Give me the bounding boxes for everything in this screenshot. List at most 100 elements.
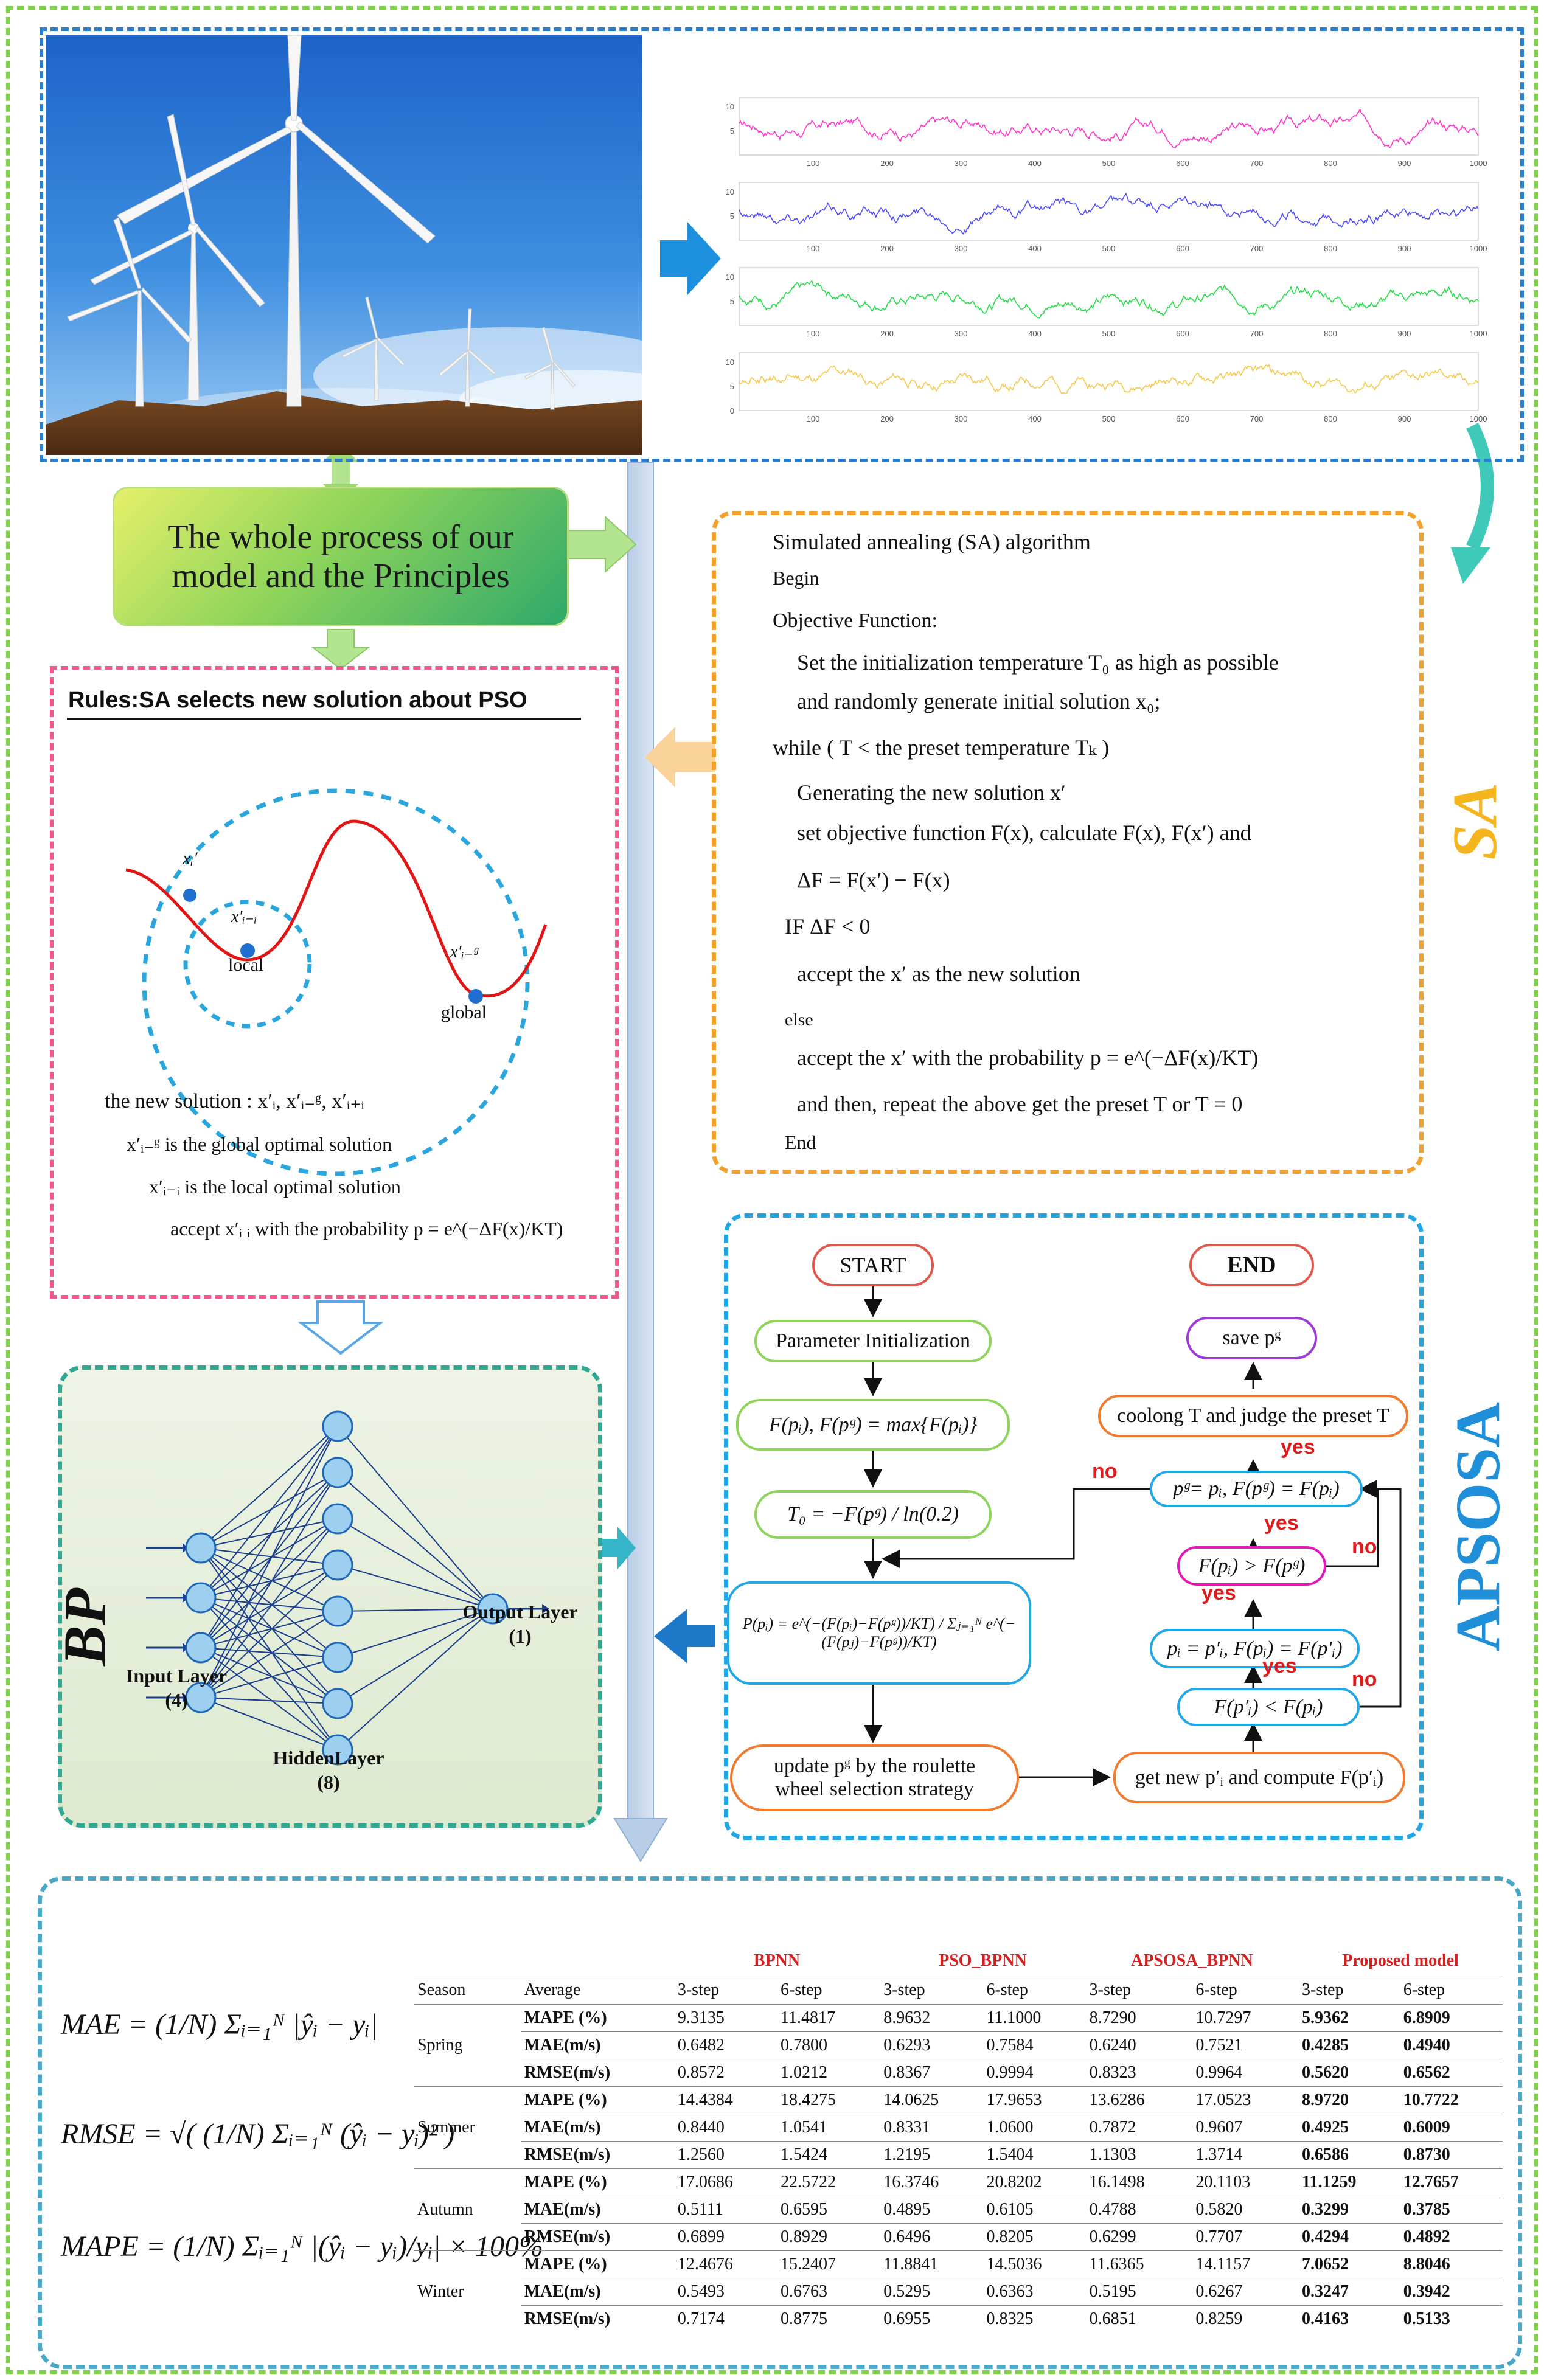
x-tick-label: 300 xyxy=(955,329,968,338)
flow-end: END xyxy=(1189,1244,1314,1286)
sa-line: Objective Function: xyxy=(773,609,938,632)
x-tick-label: 900 xyxy=(1398,159,1411,168)
table-value-cell: 16.1498 xyxy=(1085,2168,1192,2196)
sa-line: accept the x′ as the new solution xyxy=(797,962,1080,986)
table-value-cell: 0.9964 xyxy=(1192,2059,1299,2087)
table-value-cell: 1.5404 xyxy=(982,2141,1086,2169)
table-season-cell: Summer xyxy=(414,2086,521,2169)
table-value-cell: 1.3714 xyxy=(1192,2141,1299,2169)
table-value-cell: 0.3942 xyxy=(1399,2278,1503,2306)
flow-initial-temperature: T₀ = −F(pᵍ) / ln(0.2) xyxy=(754,1490,992,1539)
table-value-cell: 0.5493 xyxy=(673,2278,777,2306)
table-value-cell: 0.6299 xyxy=(1085,2223,1192,2251)
sa-line: Generating the new solution x′ xyxy=(797,780,1066,805)
x-tick-label: 200 xyxy=(880,414,894,423)
series-axes xyxy=(739,352,1479,411)
flow-cooling: coolong T and judge the preset T xyxy=(1098,1395,1408,1437)
x-tick-label: 700 xyxy=(1250,159,1264,168)
table-metric-cell: RMSE(m/s) xyxy=(520,2223,674,2251)
hidden-layer-label: HiddenLayer (8) xyxy=(262,1746,395,1794)
x-tick-label: 600 xyxy=(1176,414,1189,423)
flow-fitness-max: F(pᵢ), F(pᵍ) = max{F(pᵢ)} xyxy=(736,1399,1010,1451)
x-tick-label: 1000 xyxy=(1470,329,1487,338)
label-no-1: no xyxy=(1352,1668,1377,1691)
y-tick-label: 5 xyxy=(730,127,734,136)
table-model-header: APSOSA_BPNN xyxy=(1130,1951,1253,1970)
table-value-cell: 0.8929 xyxy=(777,2223,880,2251)
flow-get-new-solution: get new p′ᵢ and compute F(p′ᵢ) xyxy=(1113,1752,1405,1803)
series-axes xyxy=(739,97,1479,156)
table-value-cell: 0.7521 xyxy=(1192,2031,1299,2059)
x-tick-label: 600 xyxy=(1176,159,1189,168)
table-metric-cell: MAPE (%) xyxy=(520,2250,674,2278)
x-tick-label: 500 xyxy=(1102,414,1116,423)
mae-formula: MAE = (1/N) Σᵢ₌₁ᴺ |ŷᵢ − yᵢ| xyxy=(61,2008,378,2041)
x-tick-label: 800 xyxy=(1324,159,1337,168)
network-neuron xyxy=(322,1457,353,1488)
rules-panel-frame xyxy=(50,666,619,1299)
series-line xyxy=(739,280,1479,319)
process-title-line1: The whole process of our xyxy=(167,518,514,556)
x-tick-label: 700 xyxy=(1250,329,1264,338)
table-value-cell: 1.1303 xyxy=(1085,2141,1192,2169)
flow-condition-2: F(pᵢ) > F(pᵍ) xyxy=(1177,1546,1326,1586)
x-tick-label: 800 xyxy=(1324,329,1337,338)
results-panel-frame xyxy=(38,1876,1522,2369)
table-value-cell: 0.5111 xyxy=(673,2196,777,2224)
x-tick-label: 400 xyxy=(1028,159,1042,168)
x-tick-label: 500 xyxy=(1102,159,1116,168)
table-value-cell: 0.4294 xyxy=(1298,2223,1400,2251)
table-value-cell: 0.7800 xyxy=(777,2031,880,2059)
table-value-cell: 0.6240 xyxy=(1085,2031,1192,2059)
sa-panel-frame xyxy=(712,511,1424,1174)
table-metric-cell: MAE(m/s) xyxy=(520,2278,674,2306)
table-average-header: Average xyxy=(520,1976,674,2005)
network-neuron xyxy=(322,1410,353,1442)
table-value-cell: 22.5722 xyxy=(777,2168,880,2196)
outer-frame xyxy=(6,6,1538,2374)
process-title-line2: model and the Principles xyxy=(172,557,510,595)
flow-assign-2: pᵍ= pᵢ, F(pᵍ) = F(pᵢ) xyxy=(1150,1471,1363,1507)
network-neuron xyxy=(322,1549,353,1581)
network-neuron xyxy=(322,1688,353,1719)
x-tick-label: 900 xyxy=(1398,329,1411,338)
process-title-box: The whole process of our model and the P… xyxy=(113,487,569,626)
table-value-cell: 16.3746 xyxy=(880,2168,983,2196)
table-value-cell: 0.7707 xyxy=(1192,2223,1299,2251)
x-tick-label: 300 xyxy=(955,414,968,423)
table-value-cell: 0.6105 xyxy=(982,2196,1086,2224)
sa-line: ΔF = F(x′) − F(x) xyxy=(797,868,950,892)
sa-line: accept the x′ with the probability p = e… xyxy=(797,1046,1259,1070)
sa-line: and randomly generate initial solution x… xyxy=(797,689,1161,713)
output-layer-count: (1) xyxy=(509,1625,532,1647)
table-value-cell: 12.4676 xyxy=(673,2250,777,2278)
rules-text-line: the new solution : x′ᵢ, x′ᵢ₋ᵍ, x′ᵢ₊ᵢ xyxy=(105,1090,364,1112)
sa-algorithm-text: Simulated annealing (SA) algorithm Begin… xyxy=(773,529,1381,1156)
rules-title-underline xyxy=(67,718,581,720)
point-global-label: global xyxy=(441,1002,487,1022)
table-value-cell: 0.6562 xyxy=(1399,2059,1503,2087)
network-neuron xyxy=(322,1642,353,1673)
table-value-cell: 13.6286 xyxy=(1085,2086,1192,2114)
table-value-cell: 0.5620 xyxy=(1298,2059,1400,2087)
table-value-cell: 0.3299 xyxy=(1298,2196,1400,2224)
table-model-header: BPNN xyxy=(753,1951,801,1970)
table-value-cell: 0.4788 xyxy=(1085,2196,1192,2224)
x-tick-label: 900 xyxy=(1398,244,1411,253)
rules-title: Rules:SA selects new solution about PSO xyxy=(68,687,527,713)
x-tick-label: 800 xyxy=(1324,414,1337,423)
series-line xyxy=(739,108,1479,149)
sa-line: End xyxy=(785,1131,816,1153)
x-tick-label: 200 xyxy=(880,159,894,168)
series-line xyxy=(739,192,1479,235)
table-value-cell: 10.7297 xyxy=(1192,2004,1299,2032)
table-value-cell: 0.6586 xyxy=(1298,2141,1400,2169)
